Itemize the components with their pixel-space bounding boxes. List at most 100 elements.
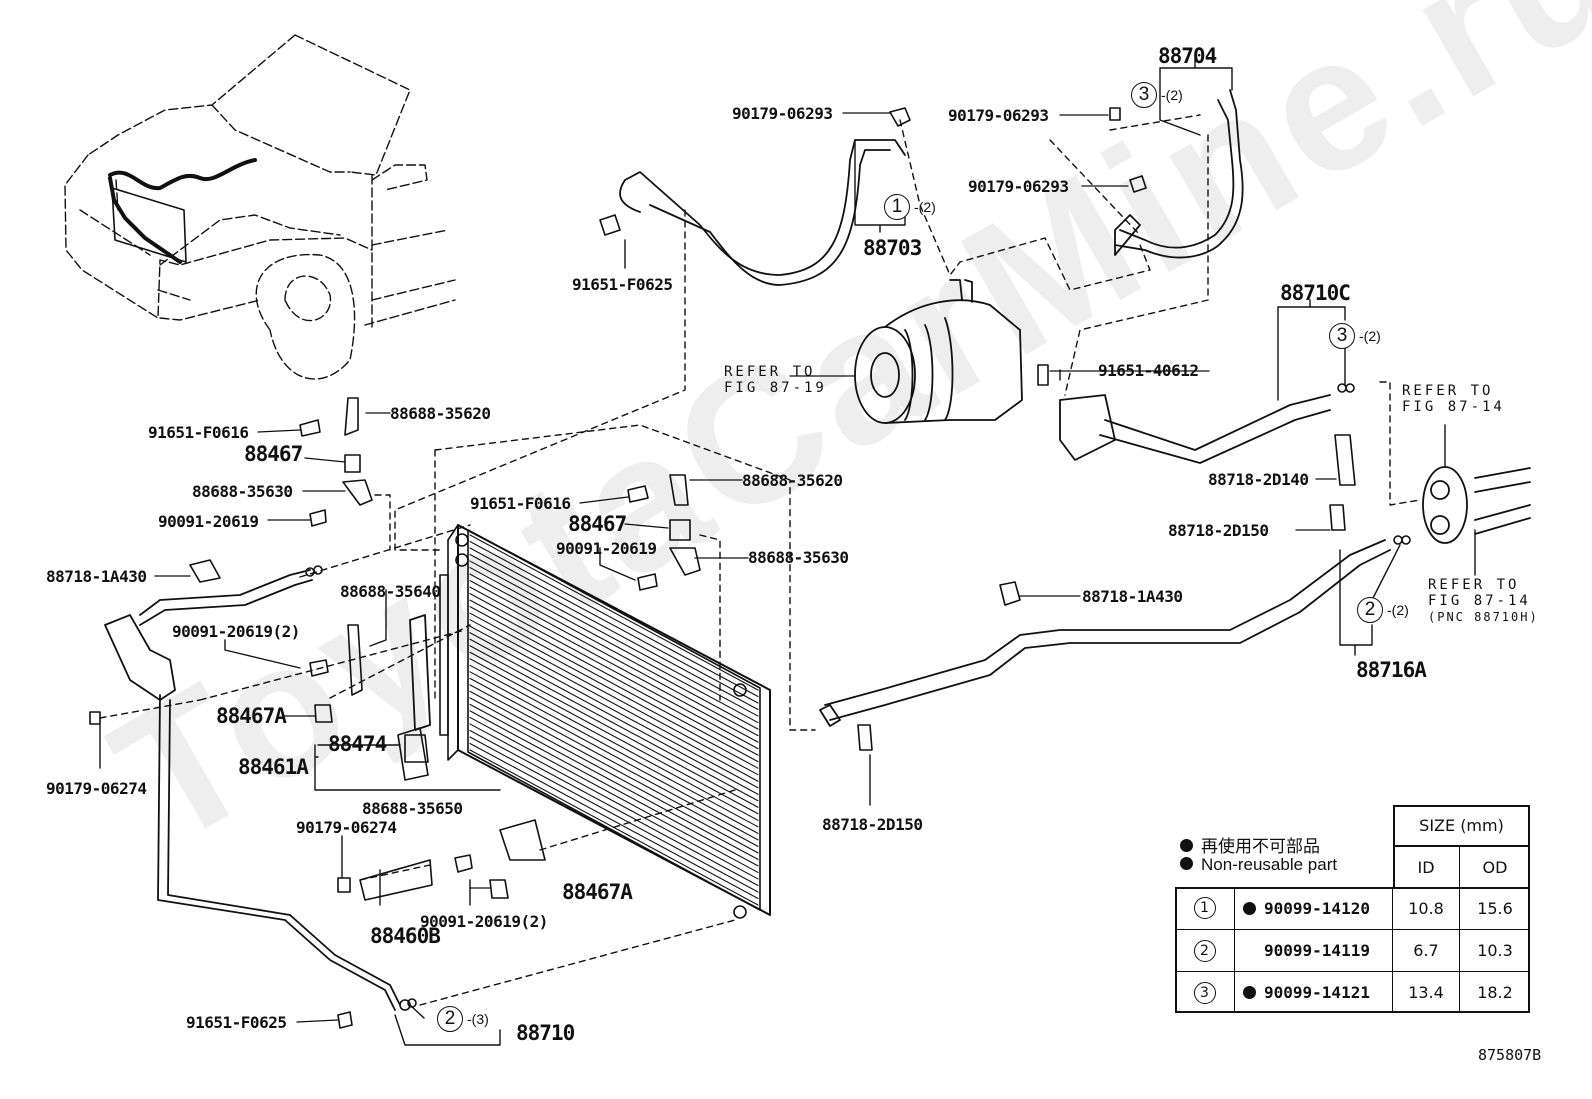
part-number-cell: 90099-14120	[1235, 887, 1393, 929]
col-od-header: OD	[1482, 857, 1508, 877]
part-number-label: 88688-35630	[748, 548, 849, 567]
part-number: 90099-14121	[1264, 983, 1370, 1002]
callout-circle: 3	[1131, 82, 1157, 108]
condenser-fin	[469, 664, 759, 821]
part-number-label: 88718-2D140	[1208, 470, 1309, 489]
part-number-label: 88474	[328, 732, 387, 756]
condenser-fin	[469, 742, 759, 900]
part-number-label: 90091-20619	[158, 512, 259, 531]
part-number-cell: 90099-14121	[1235, 971, 1393, 1013]
callout-circle: 3	[1329, 323, 1355, 349]
condenser-fin	[469, 560, 759, 717]
condenser-fin	[469, 710, 759, 867]
reference-note-line: FIG 87-14	[1402, 399, 1505, 415]
part-number-label: 90091-20619(2)	[172, 622, 300, 641]
figure-number: 875807B	[1478, 1046, 1542, 1064]
callout-quantity: -(2)	[914, 199, 936, 215]
condenser-fin	[469, 619, 759, 776]
condenser-fin	[469, 534, 759, 691]
inner-diameter-cell: 10.8	[1393, 887, 1460, 929]
callout-circle: 2	[437, 1006, 463, 1032]
condenser-fin	[469, 625, 759, 782]
condenser-fin	[469, 606, 759, 763]
part-number-label: 88467	[244, 442, 303, 466]
part-number-label: 91651-F0625	[572, 275, 673, 294]
part-number-label: 88710	[516, 1021, 575, 1045]
condenser-fin	[469, 658, 759, 815]
vehicle-condenser-box	[111, 187, 187, 263]
part-number-label: 90179-06293	[948, 106, 1049, 125]
part-number-label: 90179-06293	[732, 104, 833, 123]
condenser-fin	[469, 586, 759, 743]
callout-circle: 1	[884, 194, 910, 220]
row-callout-circle: 3	[1193, 981, 1216, 1004]
part-number-label: 88467A	[216, 704, 287, 728]
legend-note-en-text: Non-reusable part	[1201, 855, 1338, 874]
condenser-fin	[469, 547, 759, 704]
condenser-fin	[469, 540, 759, 698]
fastener-glyphs	[89, 107, 1411, 1029]
legend-note-jp-text: 再使用不可部品	[1201, 837, 1320, 856]
reference-note-line: FIG 87-14	[1428, 593, 1531, 609]
part-number-label: 90091-20619(2)	[420, 912, 548, 931]
part-number-label: 91651-F0616	[470, 494, 571, 513]
liquid-line-88710C	[1059, 394, 1331, 464]
outer-diameter-cell: 15.6	[1477, 898, 1513, 918]
part-number-label: 88467A	[562, 880, 633, 904]
label-leaders	[154, 112, 1337, 1023]
reference-note-line: REFER TO	[1402, 383, 1494, 399]
part-number: 90099-14120	[1264, 898, 1370, 918]
part-number-label: 88703	[863, 236, 922, 260]
condenser-fin	[469, 573, 759, 730]
reference-note-line: (PNC 88710H)	[1428, 610, 1539, 624]
non-reusable-dot-icon	[1180, 839, 1193, 852]
liquid-line-88716A	[819, 539, 1391, 727]
size-body-box	[1175, 887, 1530, 1013]
condenser-fin	[469, 697, 759, 854]
part-number-label: 88718-2D150	[1168, 521, 1269, 540]
suction-hose	[619, 139, 906, 286]
part-number: 90099-14119	[1264, 941, 1370, 960]
callout-quantity: -(3)	[467, 1011, 489, 1027]
inner-diameter-cell: 13.4	[1393, 971, 1460, 1013]
condenser-fin	[469, 599, 759, 756]
part-number-label: 91651-F0616	[148, 423, 249, 442]
part-number-label: 88710C	[1280, 281, 1351, 305]
part-number-label: 90091-20619	[556, 539, 657, 558]
legend-note-en: Non-reusable part	[1180, 855, 1337, 875]
part-number-label: 91651-F0625	[186, 1013, 287, 1032]
size-header: SIZE (mm)	[1393, 805, 1530, 847]
outer-diameter-cell: 18.2	[1460, 971, 1530, 1013]
callout-circle: 2	[1357, 597, 1383, 623]
reference-note-line: REFER TO	[1428, 577, 1520, 593]
part-number-label: 88716A	[1356, 658, 1427, 682]
row-number-cell: 3	[1175, 971, 1235, 1013]
non-reusable-dot-icon	[1180, 857, 1193, 870]
callout-quantity: -(2)	[1359, 328, 1381, 344]
part-number-label: 88460B	[370, 924, 441, 948]
part-number-label: 88718-1A430	[46, 567, 147, 586]
callout-quantity: -(2)	[1387, 602, 1409, 618]
part-number-label: 91651-40612	[1098, 361, 1199, 380]
col-id-header: ID	[1393, 847, 1460, 887]
condenser-fin	[469, 690, 759, 847]
non-reusable-dot-icon	[1243, 986, 1256, 999]
reference-note-line: REFER TO	[724, 364, 816, 380]
condenser-fin	[469, 716, 759, 873]
part-number-label: 88688-35630	[192, 482, 293, 501]
condenser-fin	[469, 736, 759, 893]
condenser-fin	[469, 729, 759, 887]
condenser-fin	[469, 651, 759, 808]
leader-solid	[99, 57, 1476, 1046]
liquid-line-88710	[104, 569, 401, 1011]
part-number-label: 90179-06293	[968, 177, 1069, 196]
condenser-fin	[469, 671, 759, 828]
non-reusable-dot-icon	[1243, 901, 1256, 915]
condenser-core	[447, 524, 771, 919]
receiver-drier	[397, 574, 449, 781]
discharge-hose	[1114, 89, 1244, 259]
part-number-label: 88718-2D150	[822, 815, 923, 834]
